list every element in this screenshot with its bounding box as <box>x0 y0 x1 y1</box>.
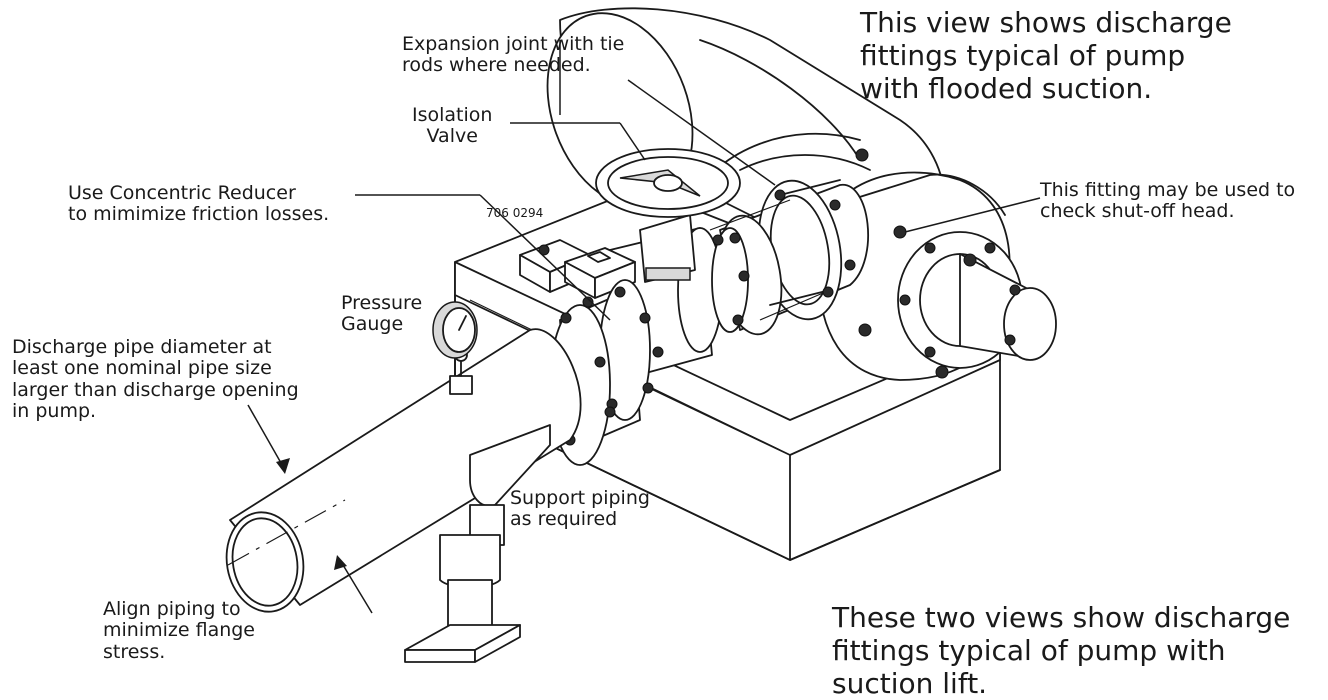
pump-illustration <box>225 7 1057 663</box>
leader-lines <box>247 40 1041 614</box>
discharge-pipe <box>225 328 582 613</box>
pump-discharge-diagram: Expansion joint with tie rods where need… <box>12 6 1296 700</box>
expansion-joint <box>709 179 869 336</box>
pump-casing <box>817 148 1057 381</box>
shutoff-fitting-label: This fitting may be used to check shut-o… <box>1040 179 1296 223</box>
support-piping-label: Support piping as required <box>510 487 650 531</box>
align-piping-label: Align piping to minimize flange stress. <box>103 598 255 663</box>
flooded-suction-caption: This view shows discharge fittings typic… <box>860 6 1232 106</box>
isolation-valve-label: Isolation Valve <box>412 104 493 148</box>
drawing-number: 706 0294 <box>486 206 544 220</box>
pressure-gauge <box>432 301 478 359</box>
expansion-joint-label: Expansion joint with tie rods where need… <box>402 33 625 77</box>
pipe-support <box>404 424 551 663</box>
discharge-pipe-label: Discharge pipe diameter at least one nom… <box>12 336 299 422</box>
concentric-reducer-label: Use Concentric Reducer to mimimize frict… <box>68 182 330 226</box>
hold-down-blocks <box>519 239 636 299</box>
suction-lift-caption: These two views show discharge fittings … <box>832 601 1291 700</box>
pressure-gauge-label: Pressure Gauge <box>341 292 423 336</box>
